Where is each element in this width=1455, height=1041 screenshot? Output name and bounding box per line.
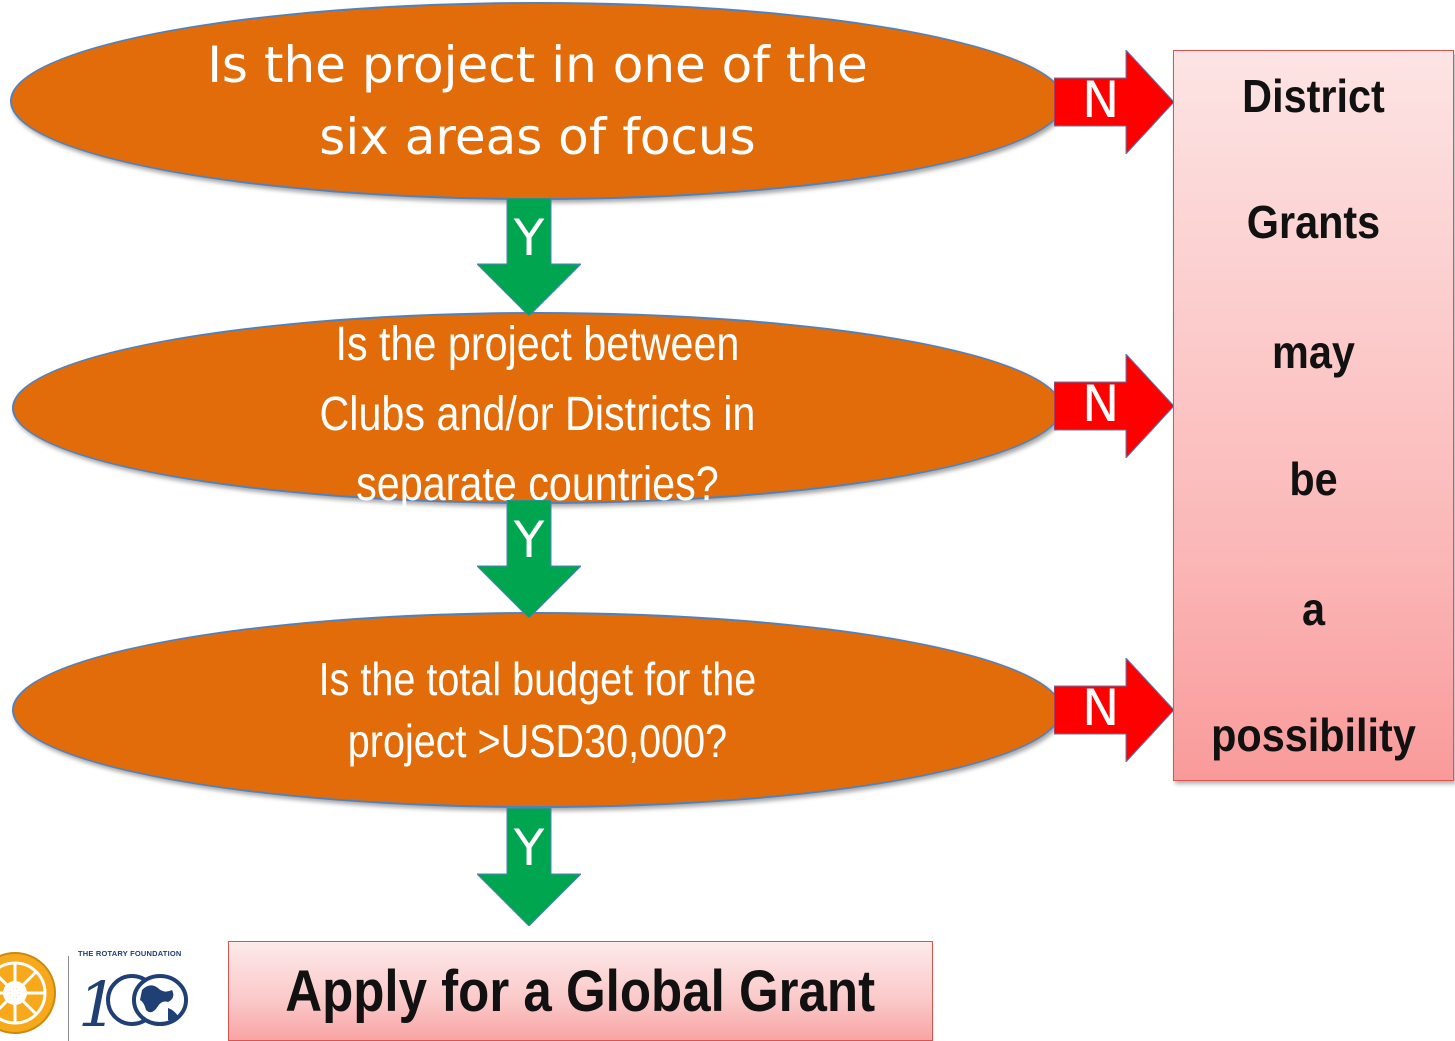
down-arrow-icon [477, 198, 581, 316]
district-word: District [1242, 70, 1385, 122]
no-arrow-1: N [1054, 50, 1174, 154]
no-label: N [1082, 71, 1120, 129]
a-word: a [1301, 583, 1326, 635]
centennial-100-globe-icon: 1 [78, 968, 188, 1041]
district-grants-box: District Grants may be a possibility [1173, 50, 1454, 781]
yes-arrow-3: Y [477, 808, 581, 926]
question-3-text: Is the total budget for the project >USD… [318, 653, 756, 767]
may-word: may [1272, 326, 1355, 378]
right-arrow-icon [1054, 658, 1174, 762]
question-1-text: Is the project in one of the six areas o… [207, 36, 868, 166]
down-arrow-icon [477, 808, 581, 926]
yes-label: Y [513, 511, 545, 569]
be-word: be [1289, 453, 1338, 505]
down-arrow-icon [477, 500, 581, 618]
question-separate-countries: Is the project between Clubs and/or Dist… [12, 312, 1062, 511]
svg-text:1: 1 [78, 968, 117, 1041]
rotary-wheel-icon [0, 952, 56, 1034]
no-label: N [1082, 375, 1120, 433]
right-arrow-icon [1054, 354, 1174, 458]
yes-arrow-2: Y [477, 500, 581, 618]
question-total-budget: Is the total budget for the project >USD… [12, 612, 1062, 808]
right-arrow-icon [1054, 50, 1174, 154]
foundation-logo-text: THE ROTARY FOUNDATION [78, 949, 182, 958]
yes-arrow-1: Y [477, 198, 581, 316]
no-arrow-2: N [1054, 354, 1174, 458]
apply-global-grant-box: Apply for a Global Grant [228, 941, 933, 1041]
question-areas-of-focus: Is the project in one of the six areas o… [10, 2, 1065, 200]
no-label: N [1082, 679, 1120, 737]
apply-text: Apply for a Global Grant [285, 958, 876, 1024]
logo-divider [68, 956, 69, 1041]
grants-word: Grants [1246, 196, 1381, 248]
yes-label: Y [513, 819, 545, 877]
question-2-text: Is the project between Clubs and/or Dist… [319, 318, 755, 511]
possibility-word: possibility [1211, 709, 1416, 761]
yes-label: Y [513, 209, 545, 267]
no-arrow-3: N [1054, 658, 1174, 762]
